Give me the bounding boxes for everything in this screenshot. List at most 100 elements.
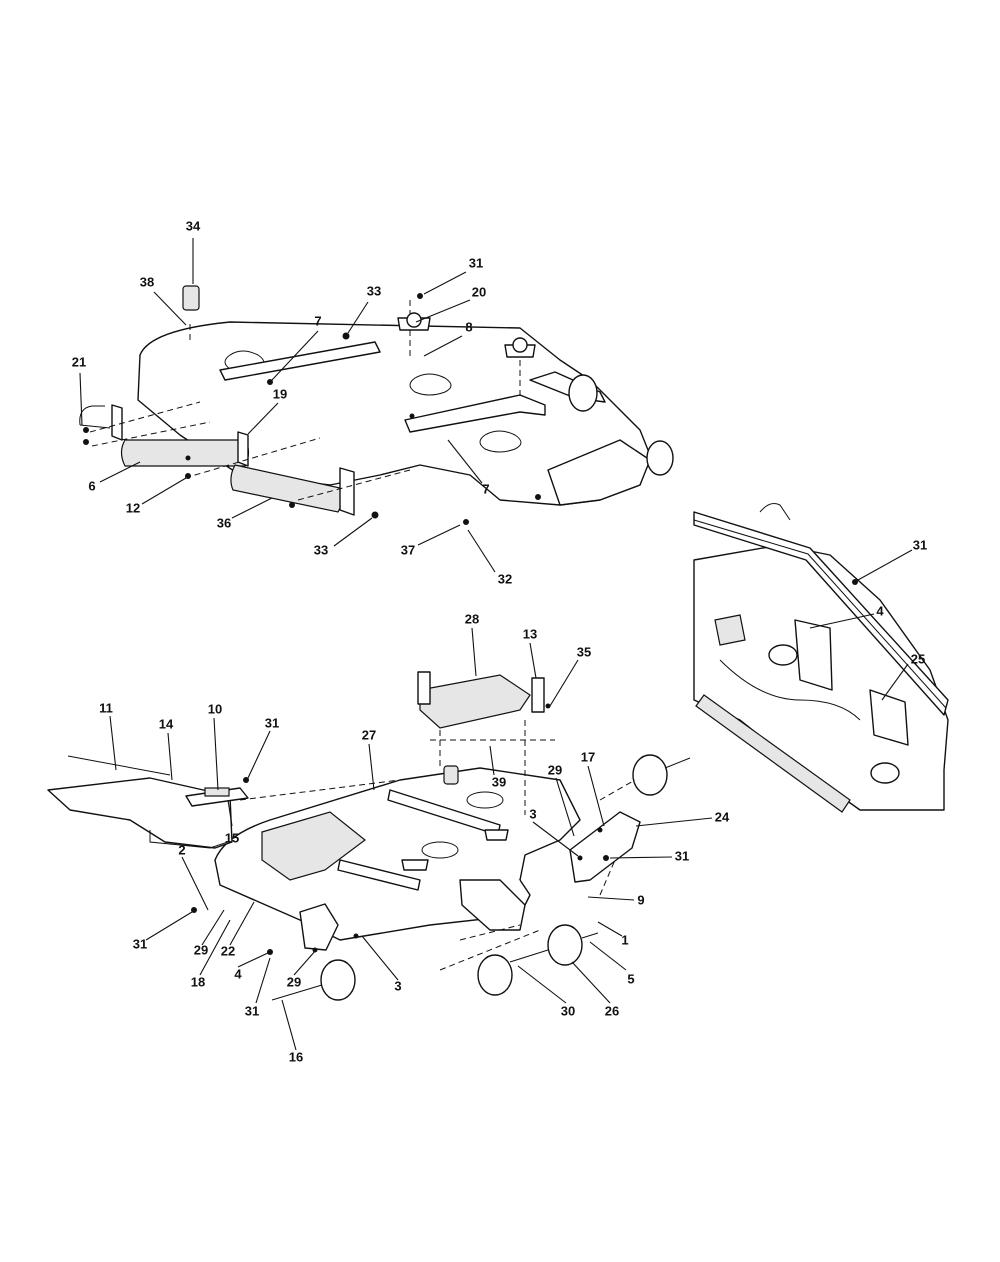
bottom-baffle: [261, 811, 366, 881]
top-nut-4: [289, 502, 295, 508]
callout-21: 21: [72, 354, 86, 369]
bottom-discharge-chute: [47, 777, 233, 849]
callout-24: 24: [715, 809, 730, 824]
bottom-nut-8: [312, 947, 318, 953]
bottom-spring-27: [443, 765, 459, 785]
detail-rail: [693, 511, 949, 716]
callout-29: 29: [548, 762, 562, 777]
top-nut-9: [535, 494, 541, 500]
bottom-nut-1: [243, 777, 249, 783]
top-spindle-cutout-mid: [409, 373, 452, 396]
bottom-axle-5: [581, 932, 599, 939]
bottom-dash-8: [459, 924, 521, 941]
callout-16: 16: [289, 1049, 303, 1064]
callout-3: 3: [529, 806, 536, 821]
bottom-axle-17: [664, 757, 691, 769]
detail-spindle-2: [870, 762, 900, 784]
callout-36: 36: [217, 515, 231, 530]
leader-lines: [79, 238, 913, 1051]
callout-31e: 31: [245, 1003, 259, 1018]
callout-33b: 33: [314, 542, 328, 557]
callout-2: 2: [178, 842, 185, 857]
top-spring-34: [182, 285, 200, 311]
top-nut-6: [342, 332, 350, 340]
callout-31c: 31: [675, 848, 689, 863]
callout-20: 20: [472, 284, 486, 299]
top-nut-7: [417, 293, 423, 299]
top-spindle-cutout-right: [479, 430, 522, 453]
callout-detail-31: 31: [913, 537, 927, 552]
bottom-spindle-opening-2: [421, 841, 459, 859]
top-nut-11: [267, 379, 273, 385]
callout-9: 9: [637, 892, 644, 907]
callout-30: 30: [561, 1003, 575, 1018]
top-wheel-front: [646, 440, 674, 476]
bottom-bracket-left: [459, 879, 526, 931]
callouts-detail: 31 4 25: [876, 537, 927, 666]
callout-39: 39: [492, 774, 506, 789]
bottom-deck-skirt: [214, 859, 531, 941]
top-nut-1: [83, 427, 89, 433]
detail-bracket-4: [794, 619, 833, 691]
top-roller-bracket-mid: [237, 431, 249, 467]
top-nut-3: [185, 473, 191, 479]
callout-12: 12: [126, 500, 140, 515]
top-nut-12: [185, 455, 191, 461]
callout-8: 8: [465, 319, 472, 334]
callout-13: 13: [523, 626, 537, 641]
bottom-spindle-opening: [466, 791, 504, 809]
callout-38: 38: [140, 274, 154, 289]
callout-37: 37: [401, 542, 415, 557]
bottom-axle-16: [271, 984, 323, 1001]
top-deck-front-panel: [547, 439, 651, 506]
callout-32: 32: [498, 571, 512, 586]
callout-11: 11: [99, 700, 113, 715]
callout-5: 5: [627, 971, 634, 986]
bottom-dash-6: [599, 779, 636, 801]
callouts-bottom: 28 13 35 11 10 14 31 27 39 29 17 3 24 15…: [99, 611, 730, 1064]
detail-top-part: [759, 503, 791, 521]
bottom-wheel-26: [547, 924, 583, 966]
bottom-lift-arm-2: [337, 859, 421, 891]
callout-7b: 7: [482, 481, 489, 496]
callout-22: 22: [221, 943, 235, 958]
detail-view: [693, 503, 949, 813]
bottom-bearing-1: [401, 859, 429, 871]
callout-3b: 3: [394, 978, 401, 993]
bottom-step-bracket-left: [417, 671, 431, 705]
detail-bracket-25: [869, 689, 909, 746]
callout-14: 14: [159, 716, 174, 731]
callout-29c: 29: [287, 974, 301, 989]
callout-6: 6: [88, 478, 95, 493]
detail-spindle: [768, 644, 798, 666]
top-nut-10: [409, 413, 415, 419]
bottom-rod-11: [67, 755, 171, 776]
detail-roller: [695, 694, 851, 813]
bottom-step-bracket-right: [531, 677, 545, 713]
bottom-wheel-30: [477, 954, 513, 996]
detail-blade-curve: [719, 659, 861, 721]
callout-26: 26: [605, 1003, 619, 1018]
top-nut-5: [371, 511, 379, 519]
callouts-top: 34 38 33 31 20 7 8 21 19 6 12 36 33 37 3…: [72, 218, 512, 586]
callout-15: 15: [225, 830, 239, 845]
callout-34: 34: [186, 218, 201, 233]
bottom-wheel-16: [320, 959, 356, 1001]
top-nut-2: [83, 439, 89, 445]
top-lift-arm-upper: [219, 341, 381, 381]
bottom-wheel-bracket-left: [299, 903, 339, 951]
top-handle-21: [79, 405, 105, 426]
callout-33: 33: [367, 283, 381, 298]
top-wheel-rear: [568, 374, 598, 412]
top-bearing-right-hub: [512, 337, 528, 353]
bottom-wheel-17: [632, 754, 668, 796]
bottom-nut-4: [603, 855, 609, 861]
bottom-axle-26: [509, 949, 549, 963]
callout-detail-4: 4: [876, 603, 884, 618]
callout-31: 31: [469, 255, 483, 270]
detail-chute-1: [714, 614, 746, 646]
bottom-chute-frame: [149, 830, 229, 849]
detail-rail-2: [693, 519, 947, 709]
top-nut-8: [463, 519, 469, 525]
